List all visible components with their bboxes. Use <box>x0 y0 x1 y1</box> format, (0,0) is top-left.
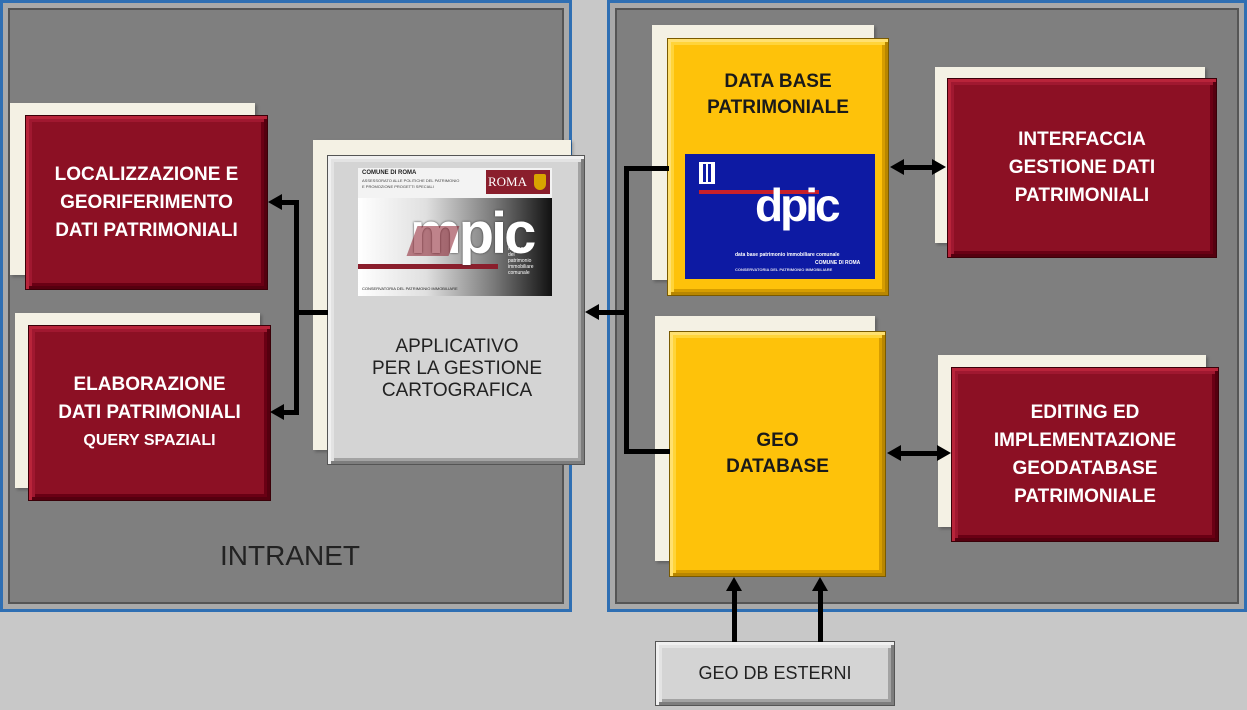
editing-box: EDITING ED IMPLEMENTAZIONE GEODATABASE P… <box>951 367 1219 542</box>
interfaccia-box: INTERFACCIA GESTIONE DATI PATRIMONIALI <box>947 78 1217 258</box>
arrow-interfaccia-right <box>932 159 946 175</box>
geo-db-esterni-label: GEO DB ESTERNI <box>698 663 852 683</box>
connector-to-localizzazione <box>280 200 299 205</box>
intranet-label: INTRANET <box>220 540 360 571</box>
elaborazione-sub: QUERY SPAZIALI <box>83 432 216 449</box>
database-patrimoniale-line-1: DATA BASE <box>724 71 832 92</box>
arrow-to-elaborazione <box>270 404 284 420</box>
localizzazione-line-2: GEORIFERIMENTO <box>60 191 233 213</box>
interfaccia-line-2: GESTIONE DATI <box>1008 157 1156 178</box>
connector-app-to-left <box>294 310 328 315</box>
dpic-sub2: COMUNE DI ROMA <box>815 260 861 266</box>
dpic-building-icon <box>699 162 715 184</box>
mpic-footer: CONSERVATORIA DEL PATRIMONIO IMMOBILIARE <box>362 286 458 291</box>
localizzazione-line-3: DATI PATRIMONIALI <box>55 219 238 241</box>
database-patrimoniale-line-2: PATRIMONIALE <box>707 97 849 118</box>
interfaccia-line-3: PATRIMONIALI <box>1014 185 1150 206</box>
geo-database-line-1: GEO <box>756 430 799 451</box>
editing-line-3: GEODATABASE <box>1012 457 1158 479</box>
mpic-header-sub2: E PROMOZIONE PROGETTI SPECIALI <box>362 184 434 189</box>
elaborazione-box: ELABORAZIONE DATI PATRIMONIALI QUERY SPA… <box>28 325 271 501</box>
mpic-tagline-5: comunale <box>508 270 530 276</box>
localizzazione-box: LOCALIZZAZIONE E GEORIFERIMENTO DATI PAT… <box>25 115 268 290</box>
connector-to-applicativo <box>598 310 628 315</box>
geo-database-box: GEO DATABASE <box>669 331 886 577</box>
dpic-red-stripe <box>699 190 819 194</box>
database-patrimoniale-box: DATA BASE PATRIMONIALE dpic data base pa… <box>667 38 889 296</box>
connector-to-elaborazione <box>282 410 299 415</box>
connector-from-geo-database <box>624 449 670 454</box>
mpic-tagline-4: immobiliare <box>508 264 534 270</box>
mpic-red-stripe <box>358 264 498 269</box>
arrow-esterni-up-2 <box>812 577 828 591</box>
connector-from-database-patrimoniale <box>624 166 669 171</box>
arrow-interfaccia-left <box>890 159 904 175</box>
dpic-sub1: data base patrimonio immobiliare comunal… <box>735 252 840 258</box>
mpic-tagline-2: del <box>508 252 515 258</box>
mpic-header-sub1: ASSESSORATO ALLE POLITICHE DEL PATRIMONI… <box>362 178 460 183</box>
dpic-brand: dpic <box>755 179 841 231</box>
localizzazione-line-1: LOCALIZZAZIONE E <box>54 163 239 185</box>
connector-database-interfaccia <box>903 165 933 170</box>
mpic-emblem <box>534 174 546 190</box>
arrow-editing-left <box>887 445 901 461</box>
mpic-roma-text: ROMA <box>488 174 528 189</box>
geo-database-line-2: DATABASE <box>726 456 829 477</box>
applicativo-line-3: CARTOGRAFICA <box>381 380 533 401</box>
editing-line-4: PATRIMONIALE <box>1014 485 1156 507</box>
applicativo-label: APPLICATIVO PER LA GESTIONE CARTOGRAFICA <box>328 336 586 402</box>
dpic-sub3: CONSERVATORIA DEL PATRIMONIO IMMOBILIARE <box>735 267 833 272</box>
connector-esterni-up-1 <box>732 590 737 642</box>
interfaccia-line-1: INTERFACCIA <box>1018 129 1146 150</box>
connector-left-vertical <box>294 200 299 415</box>
elaborazione-line-2: DATI PATRIMONIALI <box>58 402 241 423</box>
applicativo-line-1: APPLICATIVO <box>395 336 519 357</box>
applicativo-line-2: PER LA GESTIONE <box>372 358 542 379</box>
editing-line-2: IMPLEMENTAZIONE <box>993 429 1177 451</box>
arrow-to-localizzazione <box>268 194 282 210</box>
editing-line-1: EDITING ED <box>1030 401 1140 423</box>
mpic-gradient-band <box>358 198 552 296</box>
mpic-tagline: mappa del patrimonio immobiliare comunal… <box>508 246 534 276</box>
mpic-logo: COMUNE DI ROMA ASSESSORATO ALLE POLITICH… <box>358 168 552 296</box>
geo-db-esterni-box: GEO DB ESTERNI <box>655 641 895 706</box>
dpic-logo: dpic data base patrimonio immobiliare co… <box>685 154 875 279</box>
elaborazione-line-1: ELABORAZIONE <box>73 374 226 395</box>
arrow-to-applicativo <box>585 304 599 320</box>
mpic-tagline-1: mappa <box>508 246 524 252</box>
arrow-esterni-up-1 <box>726 577 742 591</box>
connector-esterni-up-2 <box>818 590 823 642</box>
mpic-header-title: COMUNE DI ROMA <box>362 170 417 176</box>
applicativo-box: COMUNE DI ROMA ASSESSORATO ALLE POLITICH… <box>327 155 585 465</box>
arrow-editing-right <box>937 445 951 461</box>
mpic-tagline-3: patrimonio <box>508 258 532 264</box>
connector-geodatabase-editing <box>900 451 937 456</box>
